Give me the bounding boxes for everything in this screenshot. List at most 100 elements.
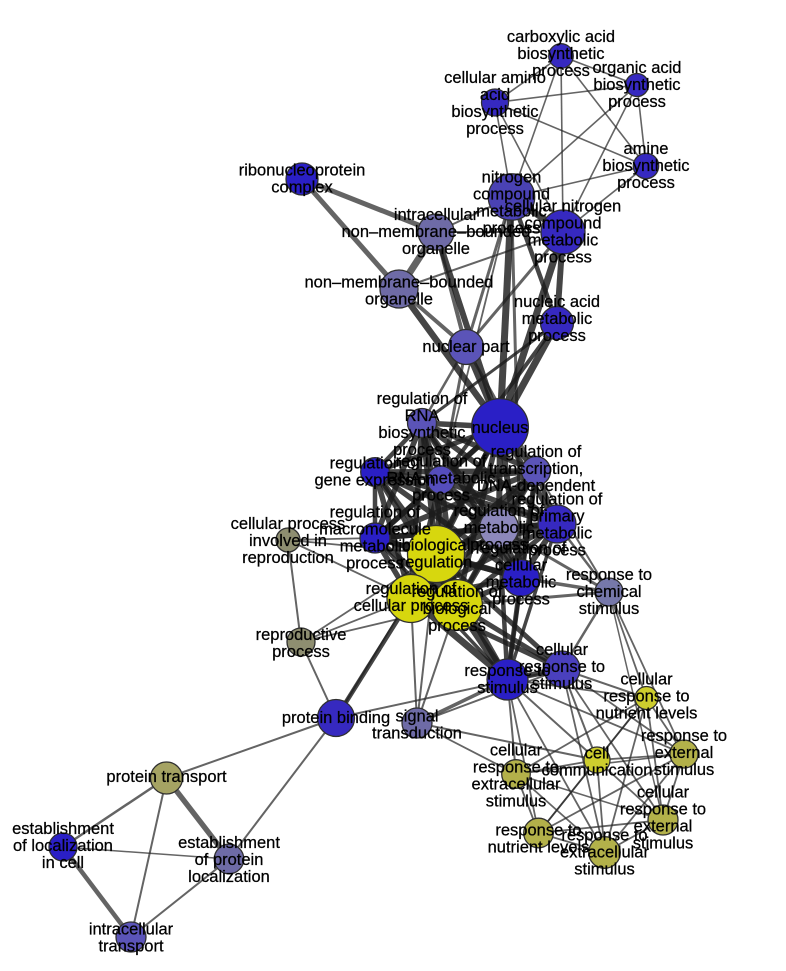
svg-text:metabolic: metabolic	[340, 538, 411, 556]
svg-text:acid: acid	[480, 86, 510, 104]
svg-text:process: process	[608, 93, 666, 111]
svg-text:metabolic: metabolic	[522, 525, 593, 543]
svg-text:response to: response to	[620, 801, 706, 819]
svg-text:non–membrane–bounded: non–membrane–bounded	[305, 274, 494, 292]
svg-text:stimulus: stimulus	[654, 761, 715, 779]
svg-text:cellular process: cellular process	[231, 515, 346, 533]
svg-text:biosynthetic: biosynthetic	[517, 45, 604, 63]
svg-text:protein transport: protein transport	[106, 768, 227, 786]
svg-text:regulation of: regulation of	[396, 453, 487, 471]
svg-text:organelle: organelle	[365, 291, 433, 309]
svg-text:cellular: cellular	[490, 742, 543, 760]
svg-text:metabolic: metabolic	[464, 519, 535, 537]
svg-text:response to: response to	[519, 658, 605, 676]
svg-text:process: process	[466, 120, 524, 138]
svg-text:regulation of: regulation of	[366, 580, 457, 598]
svg-text:transport: transport	[98, 938, 164, 956]
svg-text:regulation: regulation	[400, 554, 472, 572]
svg-text:stimulus: stimulus	[574, 861, 635, 879]
svg-text:process: process	[528, 327, 586, 345]
svg-text:chemical: chemical	[576, 583, 641, 601]
svg-text:gene expression: gene expression	[314, 472, 435, 490]
svg-text:process: process	[492, 591, 550, 609]
svg-text:metabolic: metabolic	[476, 203, 547, 221]
svg-text:metabolic: metabolic	[522, 310, 593, 328]
svg-text:establishment: establishment	[12, 820, 114, 838]
svg-text:amine: amine	[624, 140, 669, 158]
svg-text:extracellular: extracellular	[560, 844, 649, 862]
svg-text:cellular nitrogen: cellular nitrogen	[505, 198, 621, 216]
svg-text:nitrogen: nitrogen	[482, 169, 542, 187]
svg-text:stimulus: stimulus	[532, 675, 593, 693]
svg-text:signal: signal	[395, 708, 438, 726]
svg-text:intracellular: intracellular	[394, 206, 479, 224]
svg-text:cellular: cellular	[637, 784, 690, 802]
svg-text:cellular: cellular	[536, 641, 589, 659]
svg-text:complex: complex	[271, 179, 333, 197]
svg-text:regulation of: regulation of	[330, 504, 421, 522]
svg-text:transduction: transduction	[372, 725, 462, 743]
svg-text:process: process	[532, 62, 590, 80]
svg-text:biosynthetic: biosynthetic	[602, 157, 689, 175]
svg-text:response to: response to	[641, 727, 727, 745]
svg-text:process: process	[412, 487, 470, 505]
svg-text:biosynthetic: biosynthetic	[378, 424, 465, 442]
svg-text:regulation of: regulation of	[491, 443, 582, 461]
svg-text:stimulus: stimulus	[633, 835, 694, 853]
svg-text:transcription,: transcription,	[489, 460, 583, 478]
svg-text:regulation of: regulation of	[512, 491, 603, 509]
svg-text:of protein: of protein	[195, 851, 264, 869]
svg-text:external: external	[655, 744, 714, 762]
svg-text:nutrient levels: nutrient levels	[596, 705, 698, 723]
svg-text:process: process	[528, 542, 586, 560]
svg-text:macromolecule: macromolecule	[319, 521, 431, 539]
svg-text:of localization: of localization	[13, 837, 113, 855]
svg-text:establishment: establishment	[178, 834, 280, 852]
svg-text:DNA-dependent: DNA-dependent	[477, 477, 596, 495]
svg-text:response to: response to	[603, 688, 689, 706]
svg-text:nuclear part: nuclear part	[422, 338, 510, 356]
svg-text:regulation of: regulation of	[454, 502, 545, 520]
svg-text:response to: response to	[464, 662, 550, 680]
svg-text:regulation of: regulation of	[330, 455, 421, 473]
svg-text:metabolic: metabolic	[528, 232, 599, 250]
svg-text:response to: response to	[561, 827, 647, 845]
svg-text:cellular: cellular	[495, 557, 548, 575]
svg-text:involved in: involved in	[249, 532, 327, 550]
svg-text:process: process	[272, 643, 330, 661]
svg-text:nucleus: nucleus	[472, 419, 529, 437]
svg-text:compound: compound	[524, 215, 601, 233]
svg-text:localization: localization	[188, 868, 270, 886]
svg-text:ribonucleoprotein: ribonucleoprotein	[239, 162, 366, 180]
svg-text:regulation of: regulation of	[476, 540, 567, 558]
svg-text:cellular process: cellular process	[354, 597, 469, 615]
svg-text:process: process	[617, 174, 675, 192]
svg-text:primary: primary	[529, 508, 585, 526]
svg-text:cell: cell	[585, 745, 610, 763]
svg-text:process: process	[346, 555, 404, 573]
svg-text:process: process	[483, 220, 541, 238]
svg-text:non–membrane–bounded: non–membrane–bounded	[342, 223, 531, 241]
svg-text:external: external	[634, 818, 693, 836]
svg-text:cellular: cellular	[620, 671, 673, 689]
svg-text:biological: biological	[402, 537, 471, 555]
svg-text:RNA metabolic: RNA metabolic	[386, 470, 495, 488]
svg-text:process: process	[428, 617, 486, 635]
svg-text:regulation of: regulation of	[412, 583, 503, 601]
svg-text:nutrient levels: nutrient levels	[488, 839, 590, 857]
svg-text:communication: communication	[542, 762, 653, 780]
svg-text:process: process	[393, 441, 451, 459]
svg-text:extracellular: extracellular	[472, 776, 561, 794]
svg-text:protein binding: protein binding	[282, 709, 390, 727]
svg-text:carboxylic acid: carboxylic acid	[507, 28, 615, 46]
svg-text:compound: compound	[473, 186, 550, 204]
svg-text:reproduction: reproduction	[242, 549, 334, 567]
svg-text:biosynthetic: biosynthetic	[593, 76, 680, 94]
svg-text:response to: response to	[566, 566, 652, 584]
svg-text:organelle: organelle	[402, 240, 470, 258]
svg-text:stimulus: stimulus	[486, 793, 547, 811]
svg-text:RNA: RNA	[405, 407, 440, 425]
svg-text:nucleic acid: nucleic acid	[514, 293, 600, 311]
svg-text:intracellular: intracellular	[89, 921, 174, 939]
svg-text:response to: response to	[495, 822, 581, 840]
